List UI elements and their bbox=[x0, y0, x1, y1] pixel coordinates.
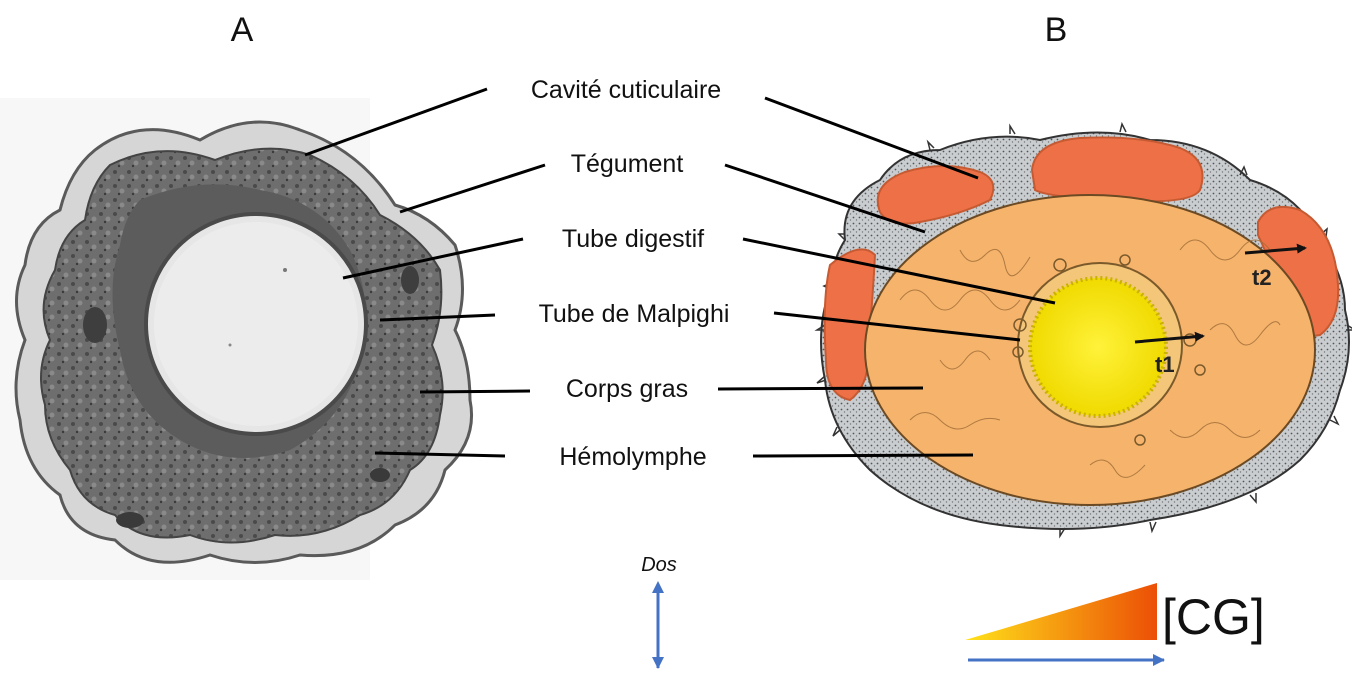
label-cavite-cuticulaire: Cavité cuticulaire bbox=[531, 76, 721, 104]
leader-corps-gras-left bbox=[420, 391, 530, 392]
t1-label: t1 bbox=[1155, 352, 1175, 377]
panel-letter-b: B bbox=[1045, 11, 1068, 49]
leader-cavite-right bbox=[765, 98, 978, 178]
label-tube-digestif: Tube digestif bbox=[562, 225, 704, 253]
label-hemolymphe: Hémolymphe bbox=[559, 443, 706, 471]
orientation-dos-label: Dos bbox=[641, 554, 677, 576]
leader-tegument-left bbox=[400, 165, 545, 212]
cg-gradient-wedge bbox=[965, 583, 1157, 640]
t2-label: t2 bbox=[1252, 265, 1272, 290]
histology-section-image bbox=[0, 98, 472, 580]
cg-label: [CG] bbox=[1162, 589, 1265, 645]
leader-corps-gras-right bbox=[718, 388, 923, 389]
panel-letter-a: A bbox=[231, 11, 254, 49]
leader-hemolymphe-right bbox=[753, 455, 973, 456]
label-tegument: Tégument bbox=[571, 150, 684, 178]
gut-lumen bbox=[1030, 278, 1166, 416]
schematic-section-diagram: t1 t2 bbox=[817, 124, 1352, 536]
label-corps-gras: Corps gras bbox=[566, 375, 688, 403]
cuticular-cavity-2 bbox=[1032, 137, 1203, 201]
label-tube-malpighi: Tube de Malpighi bbox=[539, 300, 730, 328]
